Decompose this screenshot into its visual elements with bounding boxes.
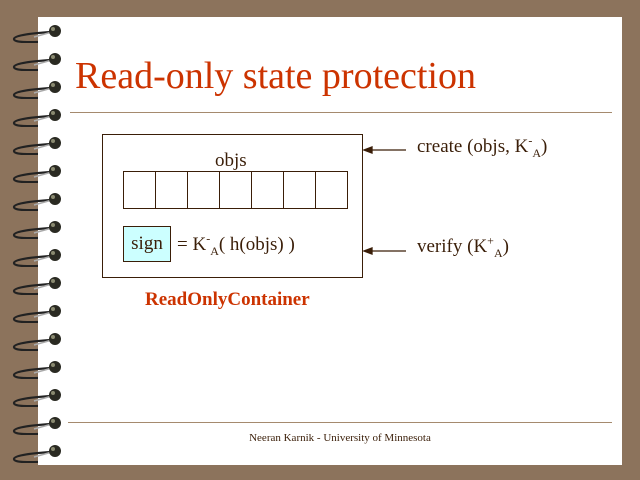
objs-label: objs: [215, 150, 247, 171]
spiral-ring-icon: [4, 189, 64, 212]
spiral-ring-icon: [4, 357, 64, 380]
verify-arrowhead-icon: [362, 247, 373, 255]
spiral-ring-icon: [4, 133, 64, 156]
create-arrowhead-icon: [362, 146, 373, 154]
slide-title: Read-only state protection: [75, 55, 476, 97]
spiral-ring-icon: [4, 49, 64, 72]
verify-suffix: ): [502, 236, 509, 257]
verify-text: verify (K: [417, 236, 488, 257]
verify-sup: +: [487, 233, 494, 248]
verify-sub: A: [493, 245, 503, 260]
objs-array: [123, 171, 348, 209]
spiral-ring-icon: [4, 161, 64, 184]
obj-cell: [284, 172, 316, 208]
create-label: create (objs, K-A): [417, 133, 548, 160]
spiral-ring-icon: [4, 413, 64, 436]
sign-box: sign: [123, 226, 171, 262]
formula-sup: -: [206, 231, 211, 246]
obj-cell: [188, 172, 220, 208]
obj-cell: [156, 172, 188, 208]
spiral-ring-icon: [4, 105, 64, 128]
formula-text: = K: [177, 234, 207, 255]
footer-text: Neeran Karnik - University of Minnesota: [249, 432, 431, 444]
obj-cell: [252, 172, 284, 208]
spiral-ring-icon: [4, 77, 64, 100]
spiral-ring-icon: [4, 245, 64, 268]
spiral-ring-icon: [4, 21, 64, 44]
create-text: create (objs, K: [417, 136, 529, 157]
verify-label: verify (K+A): [417, 233, 509, 260]
read-only-container-box: [102, 134, 363, 278]
create-sub: A: [532, 145, 541, 160]
create-sup: -: [528, 133, 533, 148]
spiral-ring-icon: [4, 301, 64, 324]
obj-cell: [220, 172, 252, 208]
formula-sub: A: [210, 243, 219, 258]
title-divider: [70, 112, 612, 113]
spiral-ring-icon: [4, 217, 64, 240]
create-suffix: ): [540, 136, 548, 157]
spiral-ring-icon: [4, 441, 64, 464]
spiral-ring-icon: [4, 385, 64, 408]
spiral-ring-icon: [4, 329, 64, 352]
sign-formula: = K-A( h(objs) ): [177, 231, 295, 258]
obj-cell: [124, 172, 156, 208]
footer-divider: [68, 422, 612, 423]
formula-suffix: ( h(objs) ): [218, 234, 295, 255]
spiral-ring-icon: [4, 273, 64, 296]
container-name: ReadOnlyContainer: [145, 289, 310, 310]
